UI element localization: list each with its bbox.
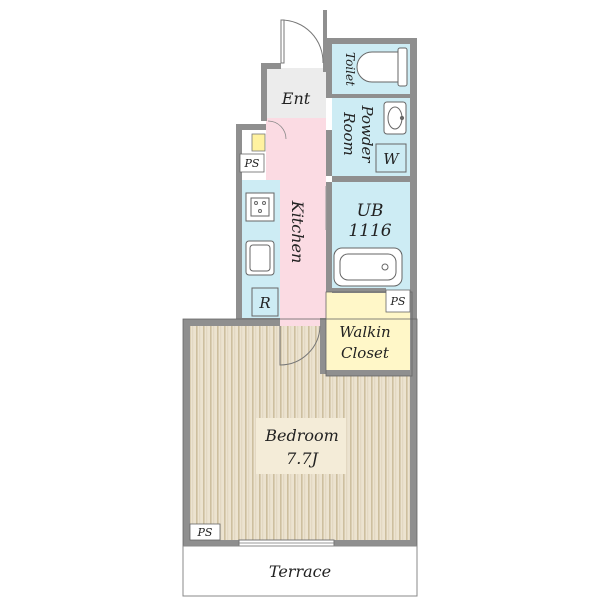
terrace-label: Terrace — [269, 562, 331, 581]
washer-box — [375, 143, 407, 173]
fridge-label: R — [258, 294, 270, 312]
terrace — [182, 545, 418, 597]
powder-label-line2: Room — [340, 111, 358, 156]
ps-box-bedroom — [189, 523, 221, 541]
fridge-box — [251, 287, 279, 317]
bedroom-window — [238, 539, 335, 547]
entrance-label: Ent — [281, 89, 311, 108]
bedroom-door — [279, 325, 321, 366]
bath-label-line1: UB — [357, 201, 384, 221]
bath-label-line2: 1116 — [348, 221, 391, 241]
closet-label-line1: Walkin — [339, 323, 390, 341]
ps-label-kitchen: PS — [244, 157, 260, 170]
powder-label-line1: Powder — [358, 104, 376, 163]
walls — [183, 10, 417, 546]
toilet-label: Toilet — [343, 52, 357, 86]
entrance-floor — [266, 68, 326, 118]
bedroom-label-line1: Bedroom — [264, 426, 339, 445]
bedroom-label-bg — [256, 418, 346, 474]
ps-box-kitchen — [239, 153, 265, 173]
ps-label-closet: PS — [390, 295, 406, 308]
powder-sink — [383, 101, 407, 135]
bedroom-label-line2: 7.7J — [286, 449, 319, 468]
bathtub — [333, 247, 403, 287]
ps-box-closet — [385, 289, 411, 313]
kitchen-sink — [245, 240, 275, 276]
toilet-fixture — [356, 47, 408, 87]
entrance-door — [280, 19, 324, 64]
corridor-door-top — [267, 120, 287, 140]
ps-top-yellow — [251, 133, 266, 152]
kitchen-label: Kitchen — [288, 200, 307, 264]
washer-label: W — [383, 150, 400, 168]
ps-label-bedroom: PS — [197, 526, 213, 539]
closet-label-line2: Closet — [341, 344, 390, 362]
stove — [245, 192, 275, 222]
